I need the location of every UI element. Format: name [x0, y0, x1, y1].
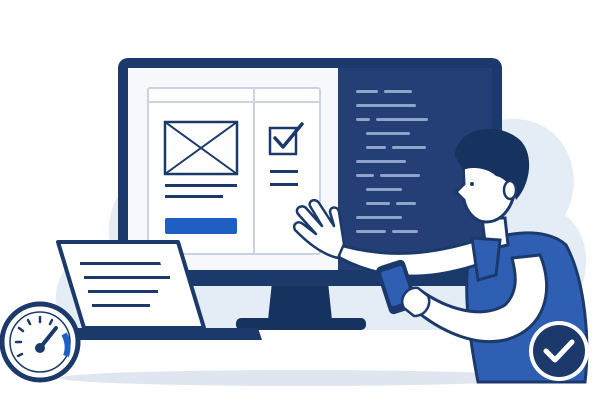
code-line [356, 118, 370, 121]
monitor-stand-neck [268, 282, 332, 320]
code-line [356, 230, 386, 233]
code-line [356, 216, 402, 219]
wireframe-window [147, 87, 321, 255]
checked-checkbox-icon[interactable] [268, 122, 304, 156]
code-editor-lines [356, 90, 428, 233]
laptop-text-lines [80, 262, 170, 307]
person-hand-holding [401, 286, 431, 318]
monitor-chin [128, 270, 492, 280]
code-line [366, 188, 402, 191]
code-line [392, 146, 426, 149]
monitor-stand-base [236, 318, 366, 330]
laptop-base [60, 328, 262, 340]
code-line [376, 118, 428, 121]
code-line [392, 230, 418, 233]
code-line [356, 174, 374, 177]
laptop [56, 240, 262, 340]
code-line [366, 132, 410, 135]
speedometer-gauge-icon [0, 301, 81, 383]
text-line [270, 170, 298, 173]
code-line [366, 202, 390, 205]
text-line [88, 290, 158, 293]
code-line [380, 174, 420, 177]
person-hand-pointing [293, 198, 346, 260]
wireframe-button[interactable] [165, 218, 237, 234]
checkmark-circle-icon [529, 321, 589, 381]
code-line [356, 90, 378, 93]
person-eye [470, 182, 474, 186]
text-line [80, 262, 160, 265]
text-line [84, 276, 170, 279]
code-line [356, 104, 416, 107]
text-line [165, 184, 237, 187]
text-line [165, 195, 223, 198]
text-line [270, 183, 298, 186]
floor-shadow [60, 370, 540, 386]
code-line [396, 202, 416, 205]
image-placeholder-icon [163, 120, 239, 176]
person-sleeve [470, 236, 502, 282]
code-line [366, 146, 386, 149]
person-ear [502, 179, 518, 201]
laptop-screen [56, 240, 206, 330]
code-line [356, 160, 406, 163]
text-line [92, 304, 150, 307]
code-line [384, 90, 412, 93]
